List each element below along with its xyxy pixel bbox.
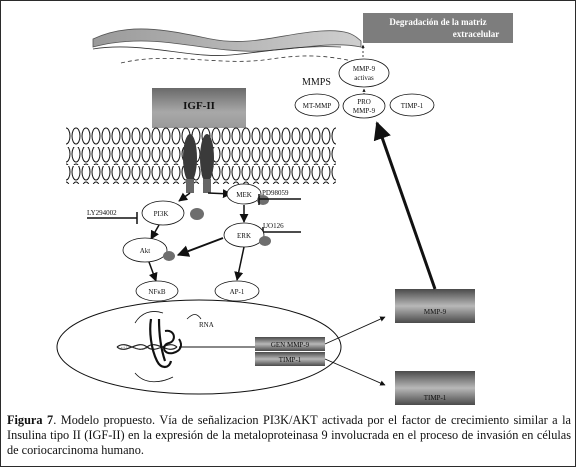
- pd98059-inhibitor: PD98059: [258, 189, 301, 205]
- mmp9-product-box: MMP-9: [395, 289, 475, 323]
- pro-mmp9-node: PRO MMP-9: [342, 93, 386, 119]
- akt-to-nfkb-arrow: [148, 261, 158, 282]
- timp1-box-label: TIMP-1: [424, 394, 447, 402]
- mek-node: MEK: [226, 183, 269, 205]
- gene-to-timp1-arrow: [324, 358, 386, 386]
- pi3k-node: PI3K: [141, 200, 204, 226]
- extracellular-matrix-waves: [92, 28, 362, 64]
- degradacion-label-1: Degradación de la matriz: [389, 17, 486, 27]
- degradacion-matriz-box: Degradación de la matriz extracelular: [363, 13, 513, 43]
- nucleus: [56, 299, 342, 395]
- mt-mmp-node: MT-MMP: [294, 93, 340, 117]
- igf-receptor: [183, 134, 214, 193]
- caption-text: . Modelo propuesto. Vía de señalizacion …: [7, 413, 571, 457]
- nfkb-node: NFκB: [135, 280, 179, 302]
- chromatin-coil: [134, 311, 182, 383]
- pi3k-to-akt-arrow: [150, 224, 160, 240]
- dna-helix: [116, 344, 178, 350]
- gen-mmp9-label: GEN MMP-9: [271, 341, 310, 349]
- mmps-label: MMPS: [302, 77, 331, 88]
- mmp9-secretion-arrow: [373, 121, 437, 290]
- mmp9-box-label: MMP-9: [424, 308, 447, 316]
- signaling-pathway-diagram: Degradación de la matriz extracelular MM…: [56, 13, 513, 405]
- mmp9-activas-node: MMP-9 activas: [338, 58, 390, 88]
- uo126-inhibitor: UO126: [262, 222, 301, 237]
- timp1-product-box: TIMP-1: [395, 371, 475, 405]
- akt-label: Akt: [140, 247, 151, 255]
- mmp9-activas-label-2: activas: [354, 74, 374, 82]
- mmp9-activas-label-1: MMP-9: [353, 65, 376, 73]
- pd98059-label: PD98059: [262, 189, 289, 197]
- gen-mmp9-box: GEN MMP-9: [255, 337, 325, 351]
- uo126-label: UO126: [263, 222, 284, 230]
- ly294002-label: LY294002: [87, 209, 117, 217]
- erk-node: ERK: [223, 222, 271, 248]
- figure-label: Figura 7: [7, 413, 54, 427]
- timp1-top-node: TIMP-1: [389, 93, 435, 117]
- degradacion-label-2: extracelular: [453, 29, 499, 39]
- ap1-label: AP-1: [230, 288, 245, 296]
- igf2-ligand: IGF-II: [152, 88, 246, 128]
- rna-strand: [186, 314, 202, 320]
- pro-mmp9-label-2: MMP-9: [353, 107, 376, 115]
- ly294002-inhibitor: LY294002: [87, 209, 138, 224]
- receptor-to-pi3k-arrow: [178, 192, 191, 202]
- erk-to-ap1-arrow: [234, 246, 245, 281]
- erk-label: ERK: [237, 232, 251, 240]
- timp1-top-label: TIMP-1: [401, 102, 424, 110]
- akt-node: Akt: [122, 237, 175, 263]
- figure-caption: Figura 7. Modelo propuesto. Vía de señal…: [7, 413, 571, 458]
- erk-to-akt-arrow: [176, 237, 224, 257]
- gene-to-mmp9-arrow: [324, 316, 386, 345]
- ap1-node: AP-1: [214, 280, 260, 302]
- timp1-gene-label: TIMP-1: [279, 356, 302, 364]
- mt-mmp-label: MT-MMP: [303, 102, 332, 110]
- pi3k-label: PI3K: [154, 210, 169, 218]
- igf2-label: IGF-II: [183, 100, 215, 112]
- mek-label: MEK: [236, 191, 252, 199]
- rna-label: RNA: [199, 321, 214, 329]
- nfkb-label: NFκB: [148, 288, 165, 296]
- timp1-gene-box: TIMP-1: [255, 352, 325, 366]
- pro-mmp9-label-1: PRO: [357, 98, 371, 106]
